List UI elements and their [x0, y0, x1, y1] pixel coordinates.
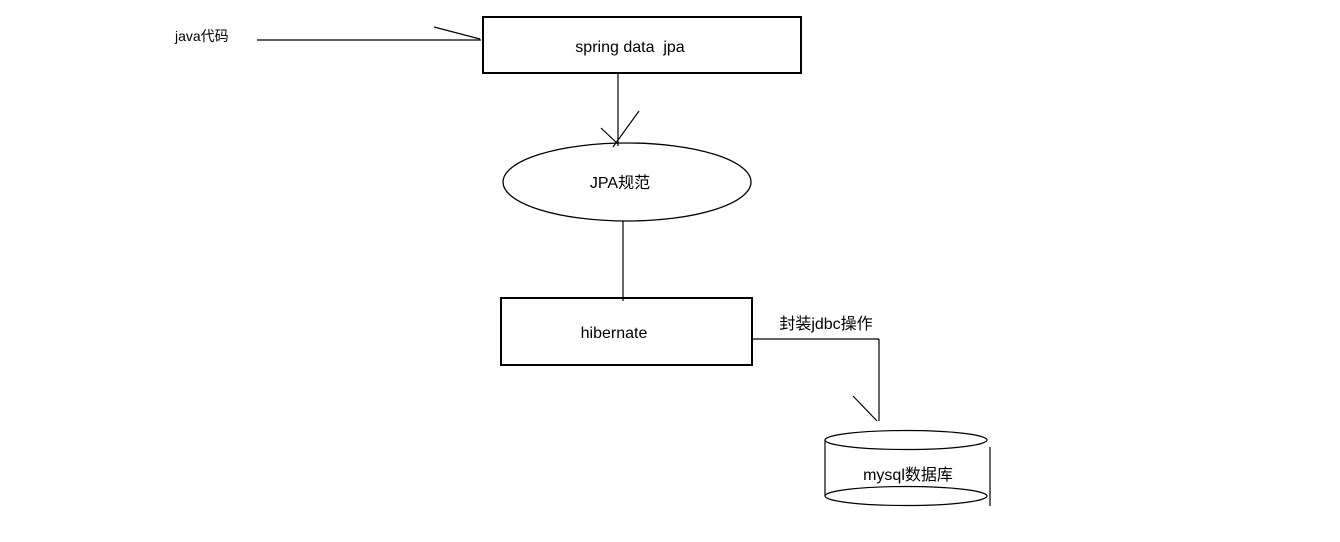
spring-data-jpa-box: spring data jpa: [482, 16, 802, 74]
edge-java-to-spring-arrow: [257, 26, 481, 41]
edge-spring-to-jpa-arrow: [600, 73, 640, 148]
hibernate-box: hibernate: [500, 297, 753, 366]
cylinder-top-ellipse: [824, 429, 988, 451]
edge-jdbc-label: 封装jdbc操作: [779, 315, 872, 333]
jpa-spec-label: JPA规范: [590, 174, 650, 192]
cylinder-bottom-ellipse: [824, 485, 988, 507]
java-code-label: java代码: [174, 28, 229, 44]
mysql-cylinder: mysql数据库: [824, 429, 991, 507]
spring-data-jpa-label: spring data jpa: [575, 39, 685, 56]
mysql-db-label: mysql数据库: [863, 466, 953, 484]
edge-hibernate-to-mysql-arrow: 封装jdbc操作: [752, 315, 880, 422]
jpa-spec-ellipse: JPA规范: [502, 142, 752, 222]
hibernate-label: hibernate: [581, 325, 648, 342]
